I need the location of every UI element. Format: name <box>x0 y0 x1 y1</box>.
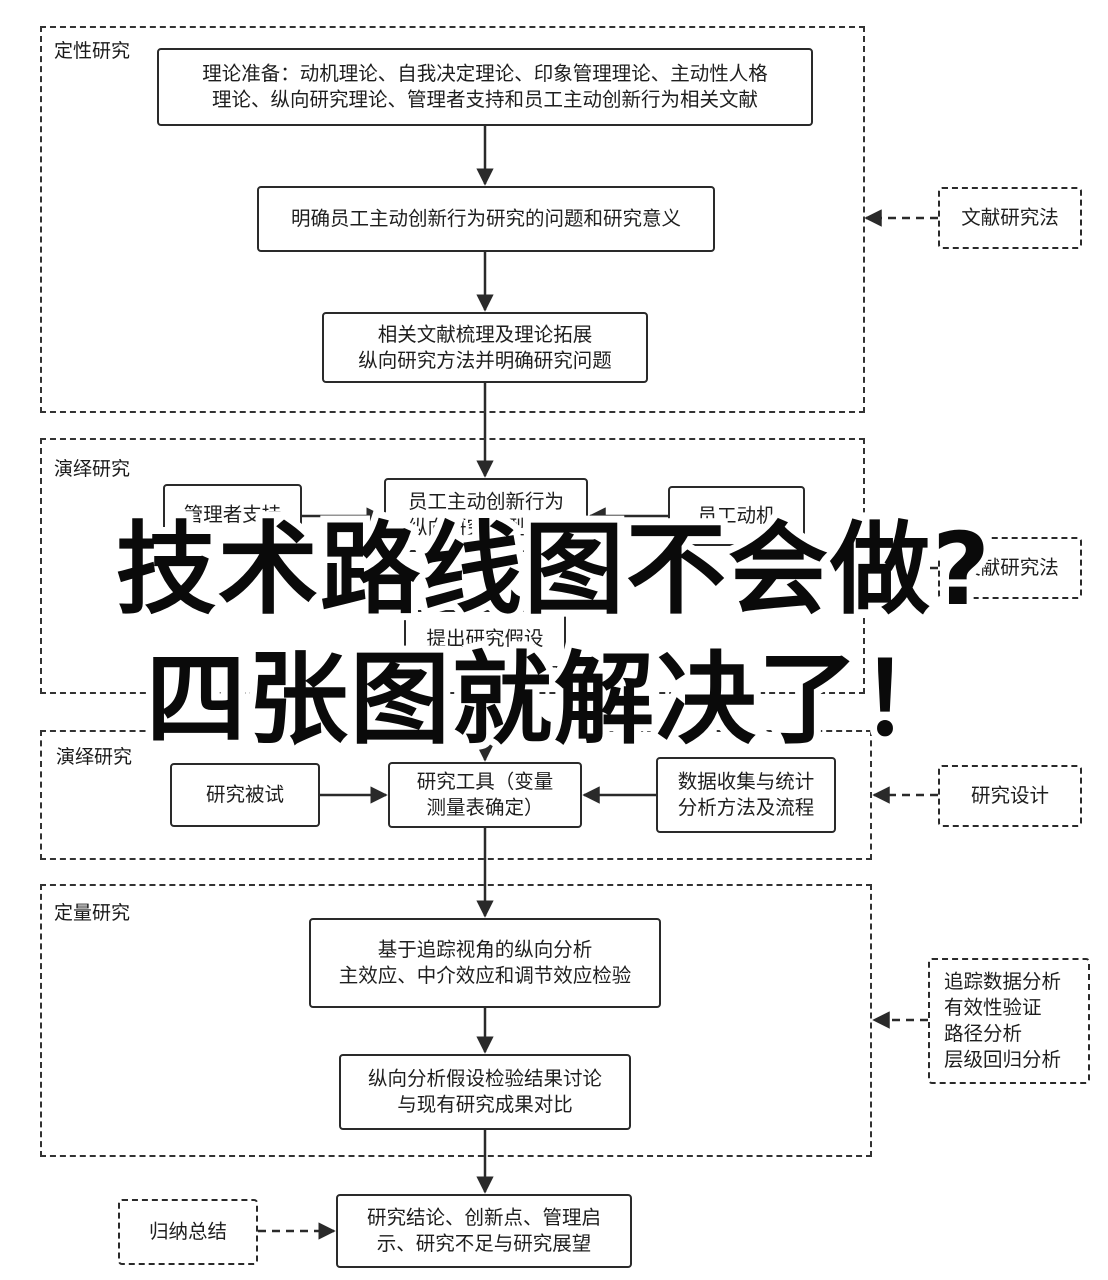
section-deductive-1 <box>40 438 865 694</box>
box-clarify-problem: 明确员工主动创新行为研究的问题和研究意义 <box>257 186 715 252</box>
box-manager-support: 管理者支持 <box>163 484 302 546</box>
section-label-deductive-2: 演绎研究 <box>56 746 133 768</box>
box-literature-review: 相关文献梳理及理论拓展 纵向研究方法并明确研究问题 <box>322 312 648 383</box>
overlay-headline-line-2: 四张图就解决了！ <box>139 634 967 765</box>
box-conclusion: 研究结论、创新点、管理启 示、研究不足与研究展望 <box>336 1194 632 1268</box>
box-research-subjects: 研究被试 <box>170 763 320 827</box>
section-qualitative <box>40 26 865 413</box>
section-deductive-2 <box>40 730 872 860</box>
section-quantitative <box>40 884 872 1157</box>
section-label-deductive-1: 演绎研究 <box>54 458 131 480</box>
box-research-instrument: 研究工具（变量 测量表确定） <box>388 762 582 828</box>
side-box-induction: 归纳总结 <box>118 1199 258 1265</box>
side-box-research-design: 研究设计 <box>938 765 1082 827</box>
box-theory-preparation: 理论准备：动机理论、自我决定理论、印象管理理论、主动性人格 理论、纵向研究理论、… <box>157 48 813 126</box>
section-label-quantitative: 定量研究 <box>54 902 131 924</box>
section-label-qualitative: 定性研究 <box>54 40 131 62</box>
side-box-literature-method-2: 文献研究法 <box>938 537 1082 599</box>
box-hypothesis: 提出研究假设 <box>404 610 566 668</box>
box-discussion: 纵向分析假设检验结果讨论 与现有研究成果对比 <box>339 1054 631 1130</box>
box-employee-motivation: 员工动机 <box>668 486 805 546</box>
side-box-analysis-methods: 追踪数据分析 有效性验证 路径分析 层级回归分析 <box>928 958 1090 1084</box>
box-innovation-model: 员工主动创新行为 纵向研究模型构建 <box>384 478 588 552</box>
box-data-collection: 数据收集与统计 分析方法及流程 <box>656 757 836 833</box>
overlay-headline-line-1: 技术路线图不会做? <box>109 504 997 635</box>
side-box-literature-method-1: 文献研究法 <box>938 187 1082 249</box>
box-longitudinal-analysis: 基于追踪视角的纵向分析 主效应、中介效应和调节效应检验 <box>309 918 661 1008</box>
